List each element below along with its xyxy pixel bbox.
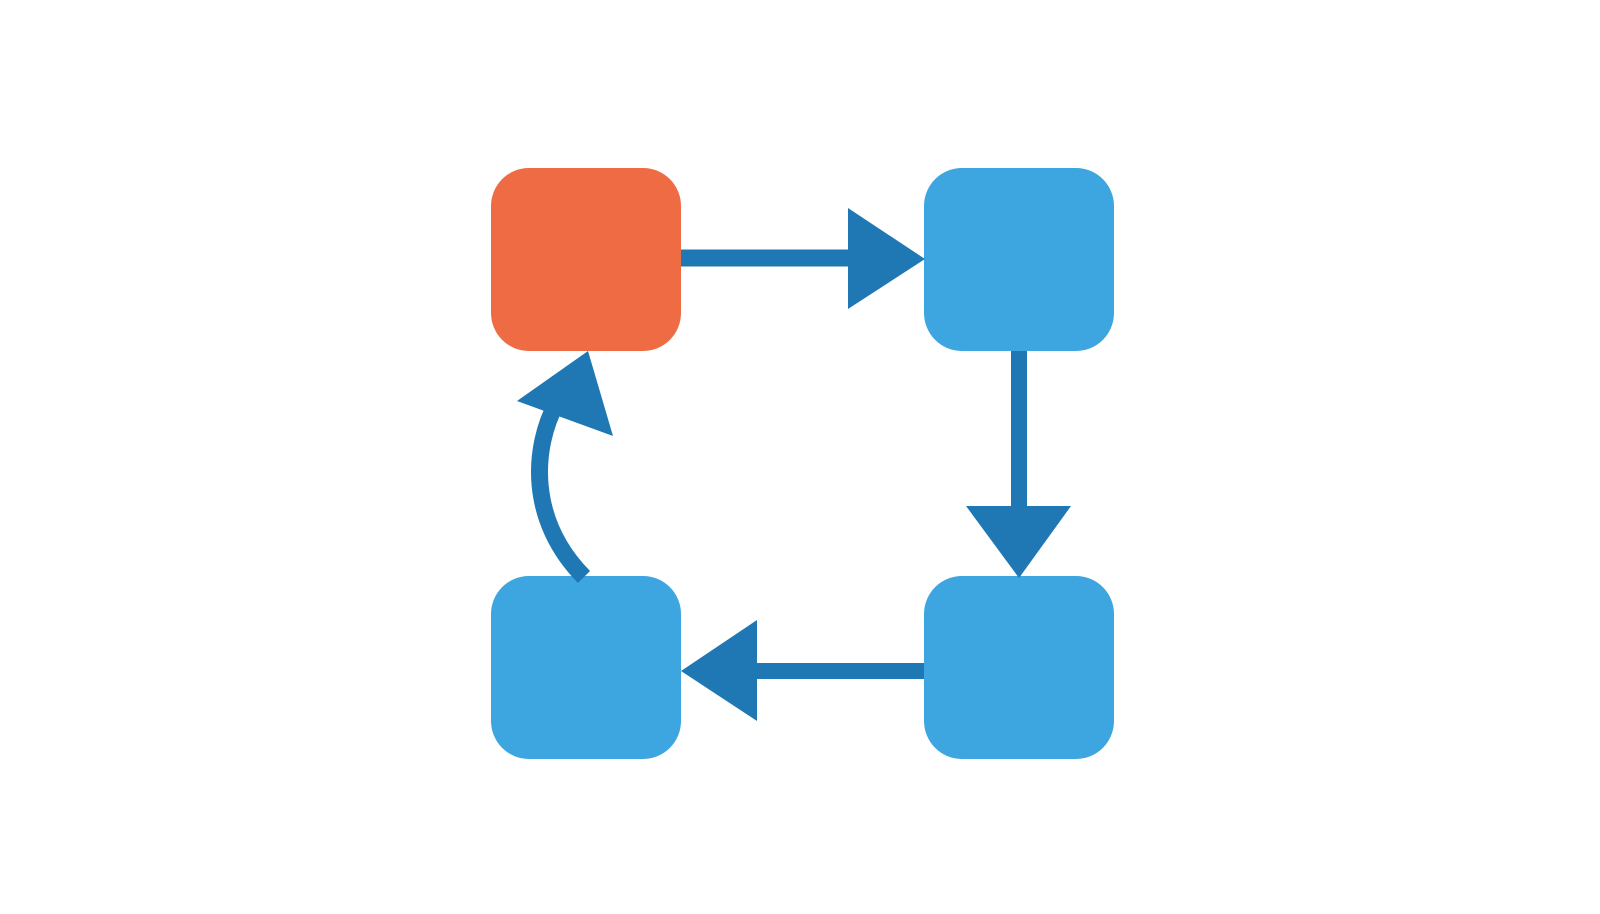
arrow-shaft-bottom-left-to-top-left: [531, 397, 591, 583]
arrow-head-bottom-left-to-top-left: [517, 351, 613, 436]
arrow-head-top-right-to-bottom-right: [966, 506, 1071, 578]
node-top-left[interactable]: [491, 168, 681, 351]
arrow-head-bottom-right-to-bottom-left: [681, 620, 757, 721]
arrow-head-top-left-to-top-right: [848, 208, 925, 309]
node-bottom-right[interactable]: [924, 576, 1114, 759]
node-bottom-left[interactable]: [491, 576, 681, 759]
node-top-right[interactable]: [924, 168, 1114, 351]
